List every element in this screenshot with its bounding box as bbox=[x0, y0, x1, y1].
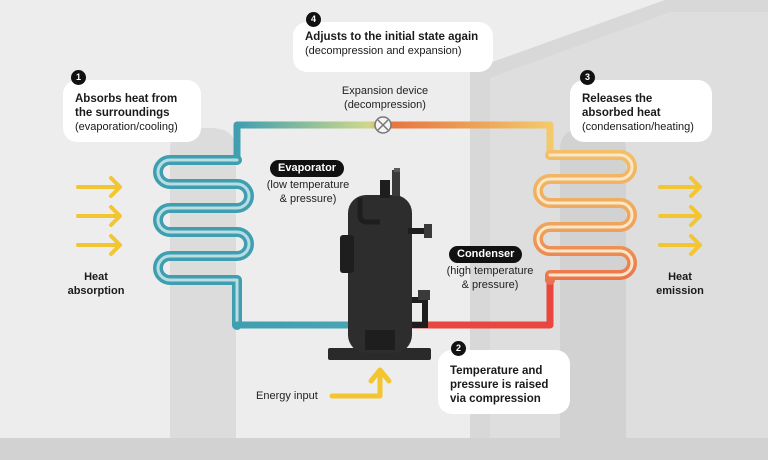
heat-absorption-arrows-icon bbox=[76, 176, 122, 256]
expansion-device-line1: Expansion device bbox=[341, 85, 429, 97]
evaporator-detail-line2: & pressure) bbox=[279, 193, 337, 205]
step-3-box: Releases the absorbed heat (condensation… bbox=[570, 80, 712, 142]
bottom-pipe bbox=[233, 276, 554, 329]
heat-emission-label: Heat emission bbox=[640, 270, 720, 298]
heat-emission-line2: emission bbox=[656, 285, 704, 297]
condenser-label: Condenser bbox=[449, 246, 523, 263]
step-2-box: Temperature and pressure is raised via c… bbox=[438, 350, 570, 414]
step-2-number-badge: 2 bbox=[451, 341, 466, 356]
expansion-valve-icon bbox=[374, 116, 392, 134]
step-4-number-badge: 4 bbox=[306, 12, 321, 27]
step-1-detail: (evaporation/cooling) bbox=[75, 121, 178, 133]
expansion-device-label: Expansion device (decompression) bbox=[330, 84, 440, 112]
step-1-box: Absorbs heat from the surroundings (evap… bbox=[63, 80, 201, 142]
step-1-title: Absorbs heat from the surroundings bbox=[75, 93, 178, 119]
heat-absorption-line1: Heat bbox=[84, 271, 108, 283]
step-4-detail: (decompression and expansion) bbox=[305, 45, 462, 57]
step-3-detail: (condensation/heating) bbox=[582, 121, 694, 133]
expansion-device-line2: (decompression) bbox=[344, 99, 426, 111]
energy-input-label: Energy input bbox=[256, 390, 318, 402]
energy-input-arrow-icon bbox=[329, 367, 392, 399]
evaporator-detail: (low temperature & pressure) bbox=[253, 178, 363, 206]
top-pipe bbox=[233, 121, 554, 164]
heat-absorption-label: Heat absorption bbox=[56, 270, 136, 298]
step-3-number-badge: 3 bbox=[580, 70, 595, 85]
step-3-title: Releases the absorbed heat bbox=[582, 93, 661, 119]
heat-absorption-line2: absorption bbox=[67, 285, 125, 297]
evaporator-label: Evaporator bbox=[270, 160, 345, 177]
step-4-title: Adjusts to the initial state again bbox=[305, 31, 479, 43]
evaporator-detail-line1: (low temperature bbox=[266, 179, 350, 191]
refrigerant-loop bbox=[153, 121, 637, 330]
heat-emission-arrows-icon bbox=[658, 176, 702, 256]
compressor-icon bbox=[328, 168, 432, 360]
condenser-detail: (high temperature & pressure) bbox=[433, 264, 547, 292]
step-4-box: Adjusts to the initial state again (deco… bbox=[293, 22, 493, 72]
heat-emission-line1: Heat bbox=[668, 271, 692, 283]
condenser-detail-line1: (high temperature bbox=[446, 265, 534, 277]
step-2-title: Temperature and pressure is raised via c… bbox=[450, 365, 549, 405]
step-1-number-badge: 1 bbox=[71, 70, 86, 85]
condenser-detail-line2: & pressure) bbox=[461, 279, 519, 291]
